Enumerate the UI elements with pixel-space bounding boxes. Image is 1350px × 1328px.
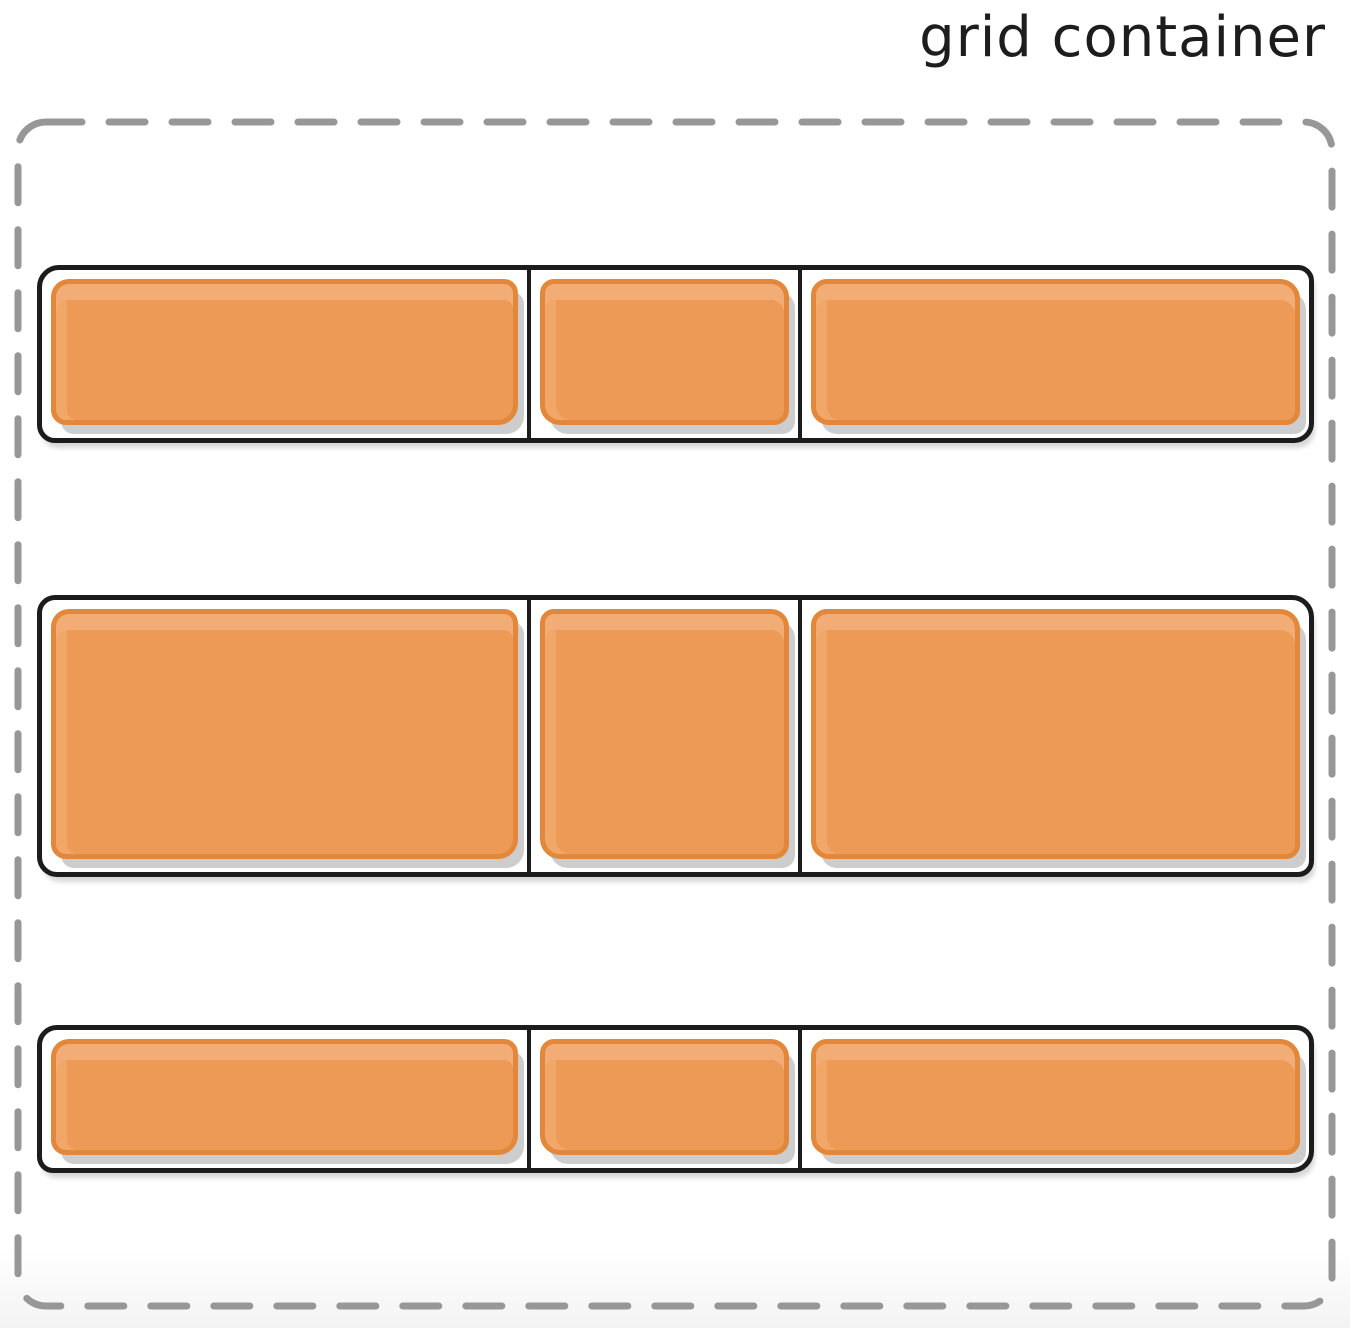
grid-item-3-1 [51,1039,519,1155]
grid-item-3-2 [540,1039,790,1155]
grid-cell-1-1 [42,270,532,438]
grid-row-3 [37,1025,1314,1173]
diagram-title: grid container [919,5,1326,70]
grid-item-1-1 [51,279,519,425]
grid-cell-2-3 [802,600,1309,872]
dashed-border-outline [14,118,1336,1310]
grid-container [14,118,1336,1310]
grid-cell-3-1 [42,1030,532,1168]
grid-row-2 [37,595,1314,877]
grid-cell-2-1 [42,600,532,872]
grid-item-1-3 [811,279,1300,425]
grid-row-1 [37,265,1314,443]
grid-item-2-3 [811,609,1300,859]
grid-item-1-2 [540,279,790,425]
grid-item-2-2 [540,609,790,859]
grid-cell-1-3 [802,270,1309,438]
grid-cell-3-3 [802,1030,1309,1168]
grid-item-3-3 [811,1039,1300,1155]
grid-cell-3-2 [531,1030,803,1168]
grid-cell-1-2 [531,270,803,438]
grid-cell-2-2 [531,600,803,872]
dashed-border-rect [14,118,1336,1310]
grid-item-2-1 [51,609,519,859]
